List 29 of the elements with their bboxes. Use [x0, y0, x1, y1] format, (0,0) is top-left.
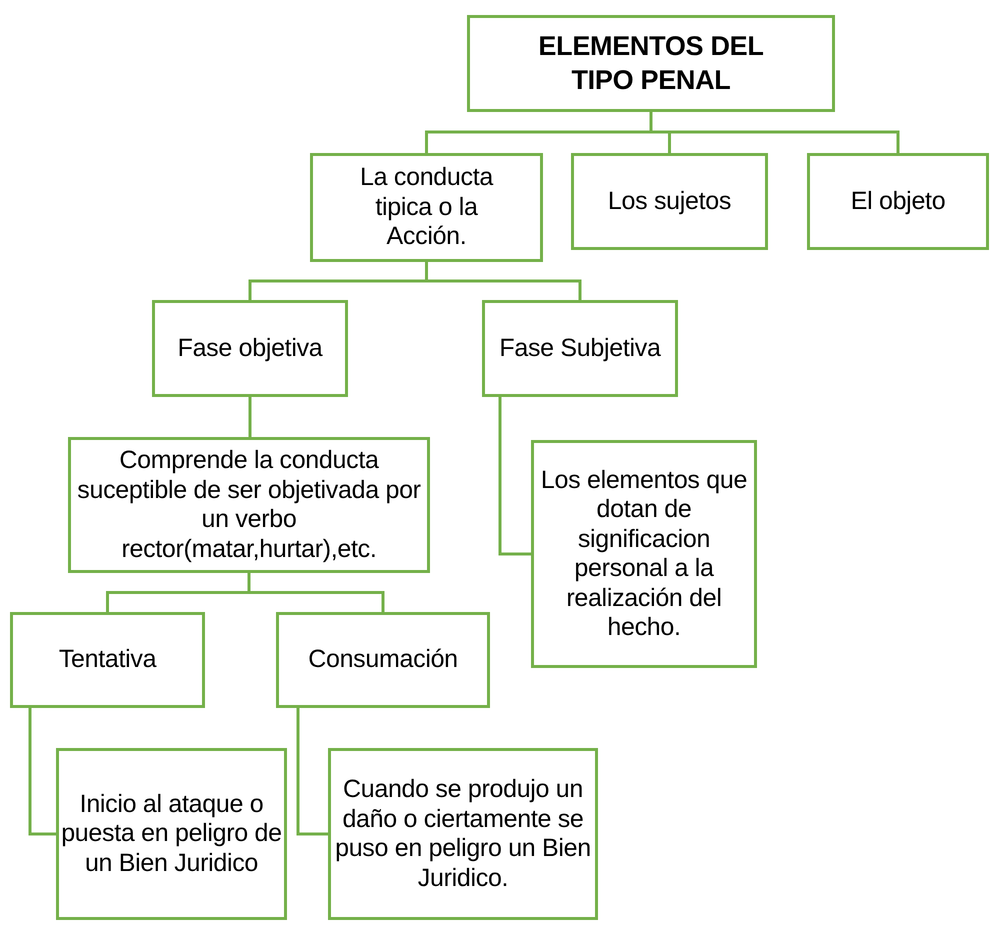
concept-box — [467, 15, 835, 112]
concept-box — [807, 153, 989, 250]
concept-box — [571, 153, 768, 250]
box-text: La conducta tipica o la Acción. — [359, 163, 494, 252]
title-text: ELEMENTOS DEL TIPO PENAL — [537, 30, 765, 96]
box-text: Fase objetiva — [178, 334, 322, 364]
concept-box — [310, 153, 543, 262]
connector-line — [248, 397, 252, 437]
box-text: Tentativa — [58, 645, 156, 675]
concept-box — [276, 612, 490, 708]
box-text: Fase Subjetiva — [499, 334, 661, 364]
connector-line — [28, 708, 56, 836]
concept-box — [10, 612, 205, 708]
box-text: Inicio al ataque o puesta en peligro de un Bien Juridico — [61, 790, 282, 878]
connector-line — [425, 262, 582, 300]
concept-box — [328, 748, 598, 920]
box-text: Comprende la conducta suceptible de ser objetivada por un verbo rector(matar,hurtar),etc. — [76, 446, 422, 564]
connector-line — [498, 397, 531, 556]
concept-box — [482, 300, 678, 397]
box-text: Cuando se produjo un daño o ciertamente se puso en peligro un Bien Juridico. — [334, 775, 592, 893]
connector-line — [296, 708, 328, 836]
concept-box — [68, 437, 430, 573]
box-text: El objeto — [850, 186, 946, 216]
box-text: Consumación — [308, 645, 458, 675]
concept-box — [56, 748, 287, 920]
box-text: Los elementos que dotan de significacion personal a la realización del hecho. — [540, 466, 748, 642]
box-text: Los sujetos — [608, 186, 732, 216]
concept-box — [531, 440, 757, 668]
concept-box — [152, 300, 348, 397]
